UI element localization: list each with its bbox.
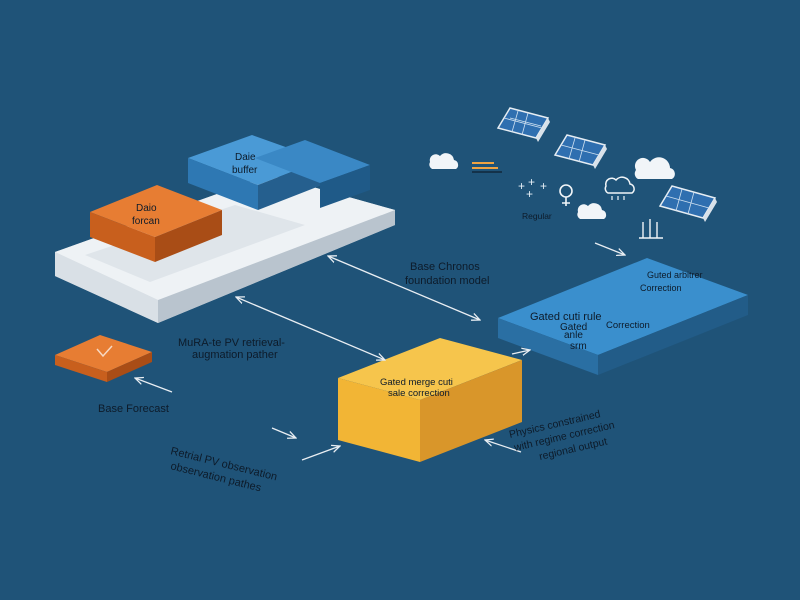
cloud-icon	[429, 153, 459, 169]
gated-merge-module[interactable]: Gated merge cuti sale correction	[338, 338, 522, 462]
weather-symbols-icon: + + + +	[472, 162, 547, 201]
arrow-platform-to-panel	[328, 256, 480, 320]
arrow-to-base-forecast	[135, 378, 173, 393]
base-forecast-tile[interactable]	[55, 335, 152, 382]
retrieval-label-line1: MuRA-te PV retrieval-	[178, 337, 285, 349]
data-buffer-line2: buffer	[232, 165, 258, 176]
retrieval-label-line2: augmation pather	[192, 349, 278, 361]
arrow-module-to-panel	[511, 350, 530, 354]
data-block-line2: forcan	[132, 216, 160, 227]
data-forecast-block[interactable]: Daio forcan	[90, 185, 222, 262]
solar-panel-icon	[496, 107, 550, 142]
gated-module-line1: Gated merge cuti	[380, 377, 453, 388]
svg-text:+: +	[526, 187, 533, 201]
panel-right3: Correction	[606, 320, 650, 331]
arrow-platform-to-module	[236, 297, 385, 360]
rain-cloud-icon	[604, 176, 635, 200]
panel-right1: Guted arbitrer	[647, 270, 703, 280]
arrow-regular-to-panel	[594, 242, 625, 255]
gated-module-line2: sale correction	[388, 388, 450, 399]
solar-panel-icon	[553, 134, 607, 169]
data-buffer-line1: Daie	[235, 152, 256, 163]
solar-panel-icon	[658, 185, 717, 222]
cloud-icon	[634, 157, 675, 179]
panel-right2: Correction	[640, 283, 682, 293]
cloud-icon	[577, 203, 607, 219]
arrow-observation-to-module	[301, 446, 340, 461]
gender-icon	[559, 184, 573, 206]
panel-line2a: Gated	[560, 322, 587, 333]
data-buffer-block[interactable]: Daie buffer	[188, 135, 370, 210]
svg-text:+: +	[528, 175, 535, 189]
arrow-physics-to-module	[485, 440, 522, 453]
data-block-line1: Daio	[136, 203, 157, 214]
chronos-label-line2: foundation model	[405, 275, 489, 287]
connectors	[135, 242, 625, 461]
arrow-observation-short	[271, 427, 296, 438]
correction-panel[interactable]: Gated cuti rule Gated anle srm Guted arb…	[498, 258, 748, 375]
panel-line3: srm	[570, 341, 587, 352]
base-forecast-label: Base Forecast	[98, 403, 169, 415]
svg-text:+: +	[518, 179, 525, 193]
panel-title1: Gated cuti rule	[530, 311, 602, 323]
thermometer-icon	[639, 219, 663, 239]
chronos-label-line1: Base Chronos	[410, 261, 480, 273]
panel-line2: anle	[564, 330, 583, 341]
check-icon	[96, 345, 113, 358]
svg-text:+: +	[540, 179, 547, 193]
regular-label: Regular	[522, 211, 552, 221]
